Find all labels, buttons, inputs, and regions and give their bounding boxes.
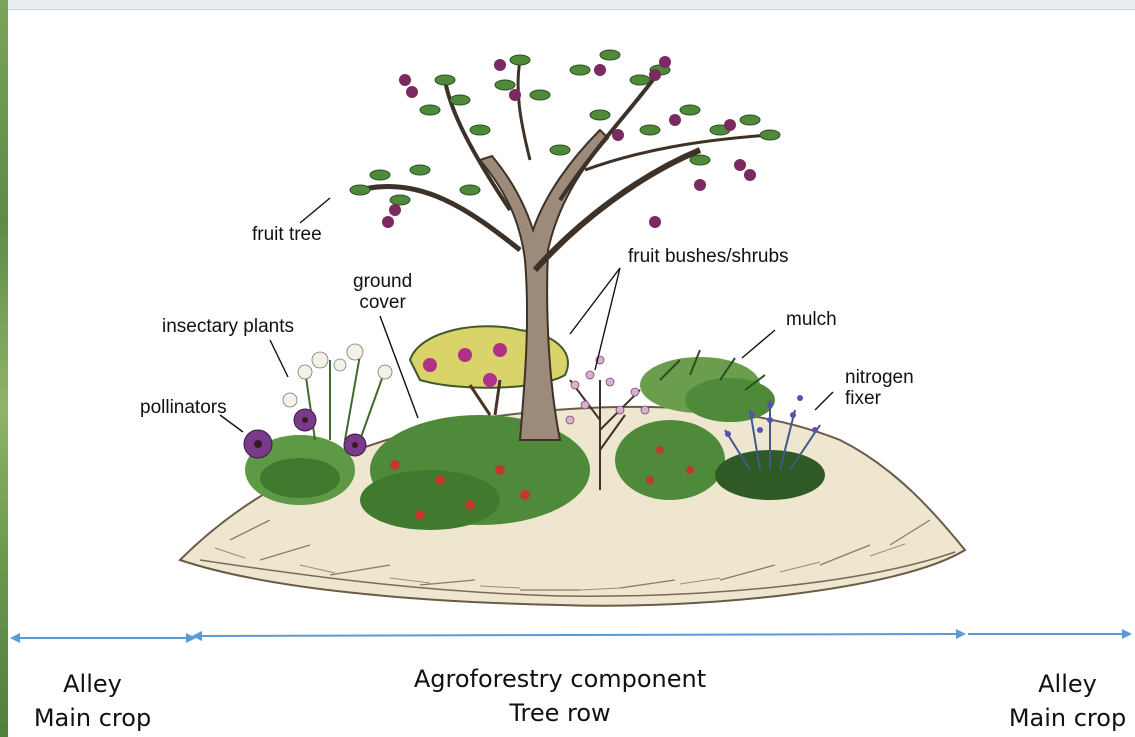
leader-nitrogen xyxy=(815,392,833,410)
arrow-right-tip xyxy=(1122,629,1132,639)
label-fruit-bushes: fruit bushes/shrubs xyxy=(628,246,789,267)
label-ground-cover: ground cover xyxy=(353,271,412,313)
leader-mulch xyxy=(742,330,775,358)
leader-fruit-tree xyxy=(300,198,330,223)
zone-center-line2: Tree row xyxy=(360,696,760,730)
label-pollinators: pollinators xyxy=(140,397,227,418)
zone-right-alley: Alley Main crop xyxy=(980,667,1135,735)
zone-left-alley: Alley Main crop xyxy=(0,667,185,735)
leader-fruit-bushes-2 xyxy=(595,268,620,370)
leader-insectary xyxy=(270,340,288,377)
zone-center-tree-row: Agroforestry component Tree row xyxy=(360,662,760,730)
zone-right-line1: Alley xyxy=(980,667,1135,701)
arrow-left-tip xyxy=(10,633,20,643)
zone-arrows xyxy=(10,629,1132,643)
label-fruit-tree: fruit tree xyxy=(252,224,322,245)
label-mulch: mulch xyxy=(786,309,837,330)
zone-right-line2: Main crop xyxy=(980,701,1135,735)
label-nitrogen-fixer: nitrogen fixer xyxy=(845,367,914,409)
zone-left-line2: Main crop xyxy=(0,701,185,735)
label-insectary-plants: insectary plants xyxy=(162,316,294,337)
zone-center-line1: Agroforestry component xyxy=(360,662,760,696)
zone-left-line1: Alley xyxy=(0,667,185,701)
